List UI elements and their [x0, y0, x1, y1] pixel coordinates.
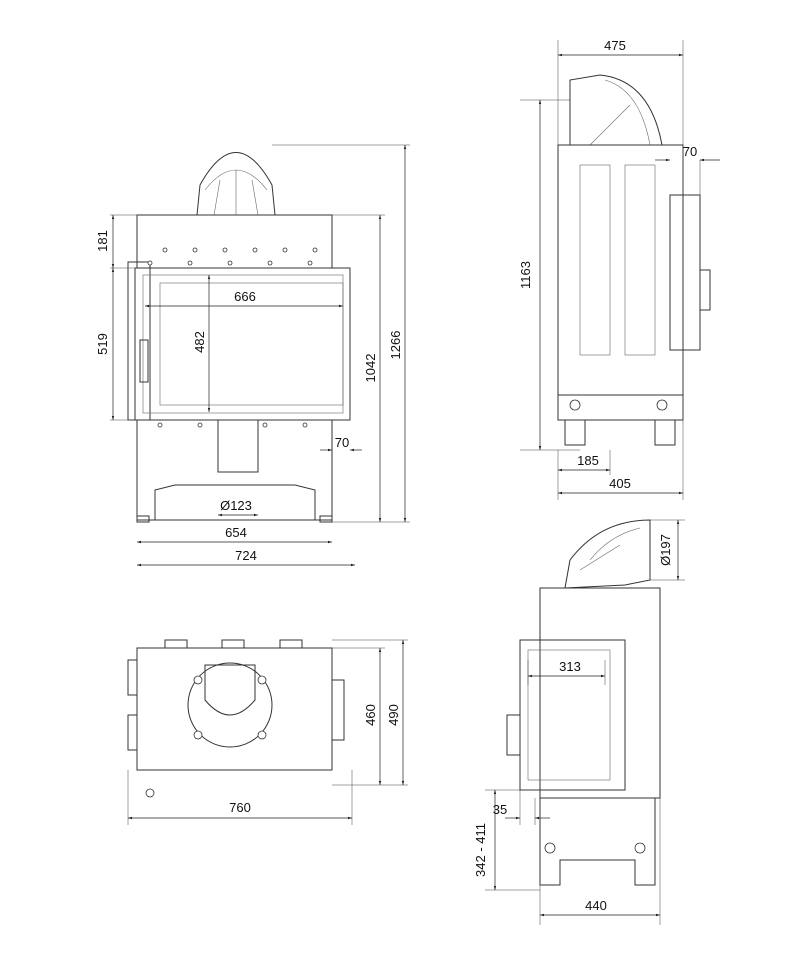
dim-body-depth: 405	[609, 476, 631, 491]
flue-dome	[196, 152, 276, 216]
dim-total-depth: 475	[604, 38, 626, 53]
dim-side-depth: 440	[585, 898, 607, 913]
dim-door-offset: 35	[493, 802, 507, 817]
side-view-door: Ø197 313 35 342 - 411 440	[473, 519, 685, 925]
front-view: 181 519 1042 1266 666 482 70 Ø123 654 72…	[95, 144, 410, 567]
dim-door-height: 519	[95, 333, 110, 355]
dim-top-width: 760	[229, 800, 251, 815]
dim-top-depth: 460	[363, 704, 378, 726]
upper-body	[136, 214, 333, 269]
top-body	[136, 647, 333, 771]
dim-top-total-depth: 490	[386, 704, 401, 726]
door-handle	[139, 339, 149, 383]
side-view: 475 70 1163 185 405	[518, 38, 720, 500]
dim-side-height: 1163	[518, 261, 533, 289]
dim-door-width: 313	[559, 659, 581, 674]
dim-glass-width: 666	[234, 289, 256, 304]
dim-flue-diameter: Ø123	[220, 498, 252, 513]
dim-total-height: 1266	[388, 331, 403, 360]
side-body-2	[539, 587, 661, 799]
flue-elbow-2	[564, 519, 651, 589]
flue-outlet	[217, 419, 259, 473]
dim-upper-height: 181	[95, 230, 110, 252]
dim-width: 724	[235, 548, 257, 563]
dim-leg-spacing: 654	[225, 525, 247, 540]
dim-body-height: 1042	[363, 354, 378, 383]
side-body	[557, 144, 684, 396]
dim-leg-offset: 185	[577, 453, 599, 468]
dim-height-range: 342 - 411	[473, 823, 488, 877]
dim-panel-offset: 70	[683, 144, 697, 159]
top-view: 460 490 760	[127, 639, 408, 825]
dim-side-offset: 70	[335, 435, 349, 450]
dim-flue-diameter-2: Ø197	[658, 534, 673, 566]
flue-collar	[187, 662, 273, 748]
flue-elbow	[569, 74, 663, 146]
dim-glass-height: 482	[192, 331, 207, 353]
